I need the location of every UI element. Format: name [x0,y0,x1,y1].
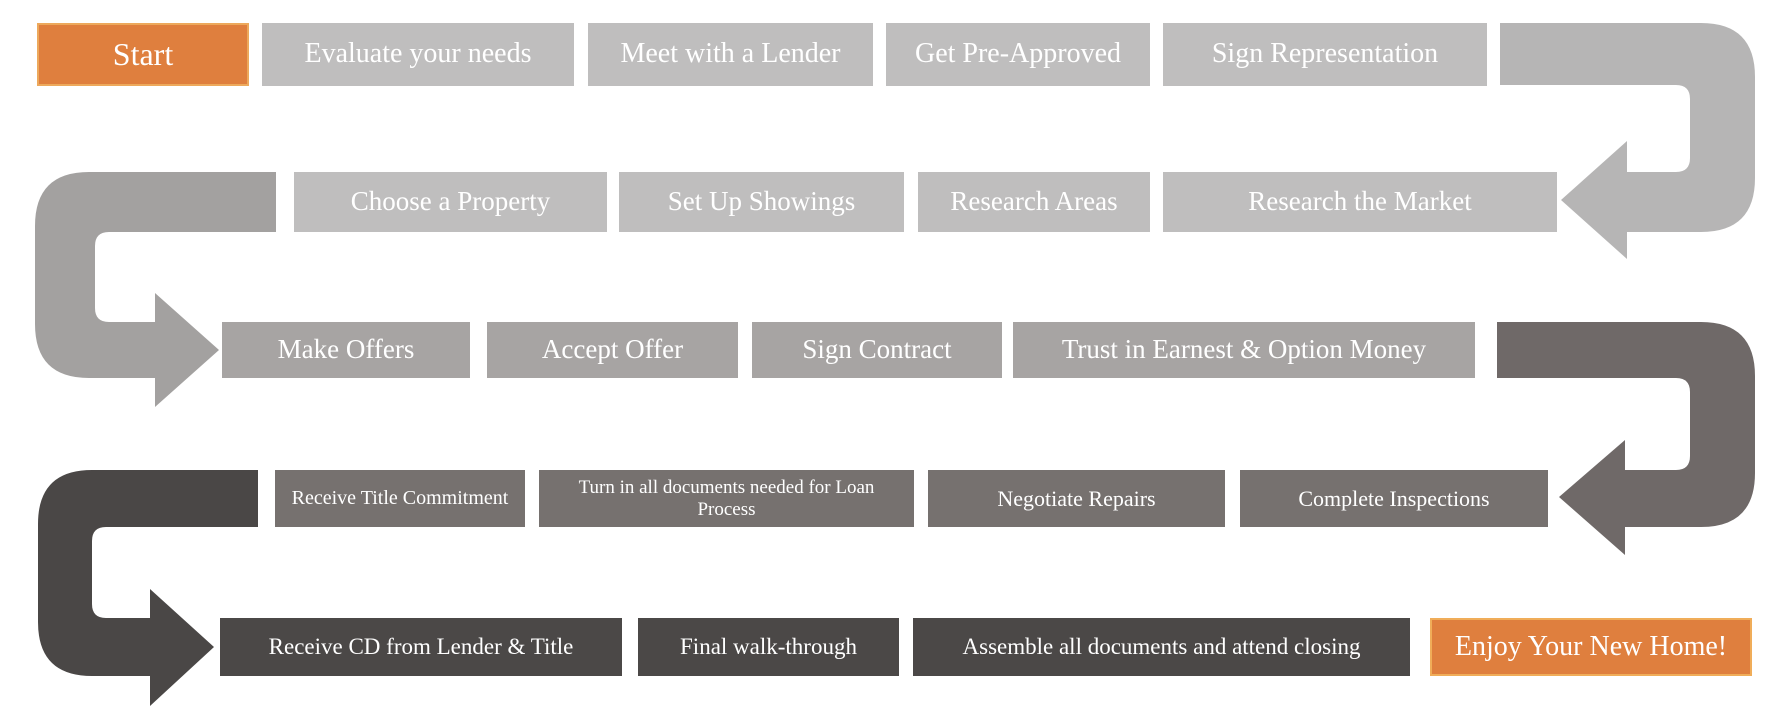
node-label: Sign Representation [1211,38,1439,70]
node-label: Accept Offer [541,334,684,365]
node-turn-in-all-documents-needed-for-loan-process: Turn in all documents needed for Loan Pr… [539,470,914,527]
arrow-row2-to-row3 [35,172,276,407]
node-negotiate-repairs: Negotiate Repairs [928,470,1225,527]
node-sign-representation: Sign Representation [1163,23,1487,86]
node-research-areas: Research Areas [918,172,1150,232]
node-label: Research the Market [1248,186,1472,217]
node-label: Make Offers [277,334,415,365]
node-get-pre-approved: Get Pre-Approved [886,23,1150,86]
arrow-row1-to-row2 [1500,23,1755,259]
node-label: Set Up Showings [667,186,856,217]
node-label: Complete Inspections [1298,485,1490,511]
node-start: Start [37,23,249,86]
node-label: Choose a Property [350,186,551,217]
node-label: Final walk-through [680,633,857,659]
arrow-row4-to-row5 [38,470,258,706]
node-make-offers: Make Offers [222,322,470,378]
node-receive-cd-from-lender-title: Receive CD from Lender & Title [220,618,622,676]
node-meet-with-a-lender: Meet with a Lender [588,23,873,86]
node-label: Receive CD from Lender & Title [268,633,574,659]
node-set-up-showings: Set Up Showings [619,172,904,232]
node-assemble-all-documents-and-attend-closing: Assemble all documents and attend closin… [913,618,1410,676]
node-final-walk-through: Final walk-through [638,618,899,676]
node-receive-title-commitment: Receive Title Commitment [275,470,525,527]
node-label: Sign Contract [802,334,952,365]
node-complete-inspections: Complete Inspections [1240,470,1548,527]
node-evaluate-your-needs: Evaluate your needs [262,23,574,86]
arrow-row3-to-row4 [1497,322,1755,555]
node-label: Meet with a Lender [620,38,841,70]
node-label: Evaluate your needs [304,38,532,70]
node-trust-in-earnest-option-money: Trust in Earnest & Option Money [1013,322,1475,378]
node-accept-offer: Accept Offer [487,322,738,378]
node-sign-contract: Sign Contract [752,322,1002,378]
node-label: Assemble all documents and attend closin… [962,633,1361,659]
node-research-the-market: Research the Market [1163,172,1557,232]
node-enjoy-your-new-home: Enjoy Your New Home! [1430,618,1752,676]
node-label: Receive Title Commitment [291,487,509,509]
node-label: Enjoy Your New Home! [1454,630,1728,662]
node-label: Turn in all documents needed for Loan Pr… [578,476,875,520]
node-choose-a-property: Choose a Property [294,172,607,232]
node-label: Trust in Earnest & Option Money [1061,334,1427,365]
node-label: Research Areas [950,186,1118,217]
node-label: Get Pre-Approved [914,38,1122,70]
node-label: Negotiate Repairs [997,485,1156,511]
node-label: Start [112,36,174,73]
